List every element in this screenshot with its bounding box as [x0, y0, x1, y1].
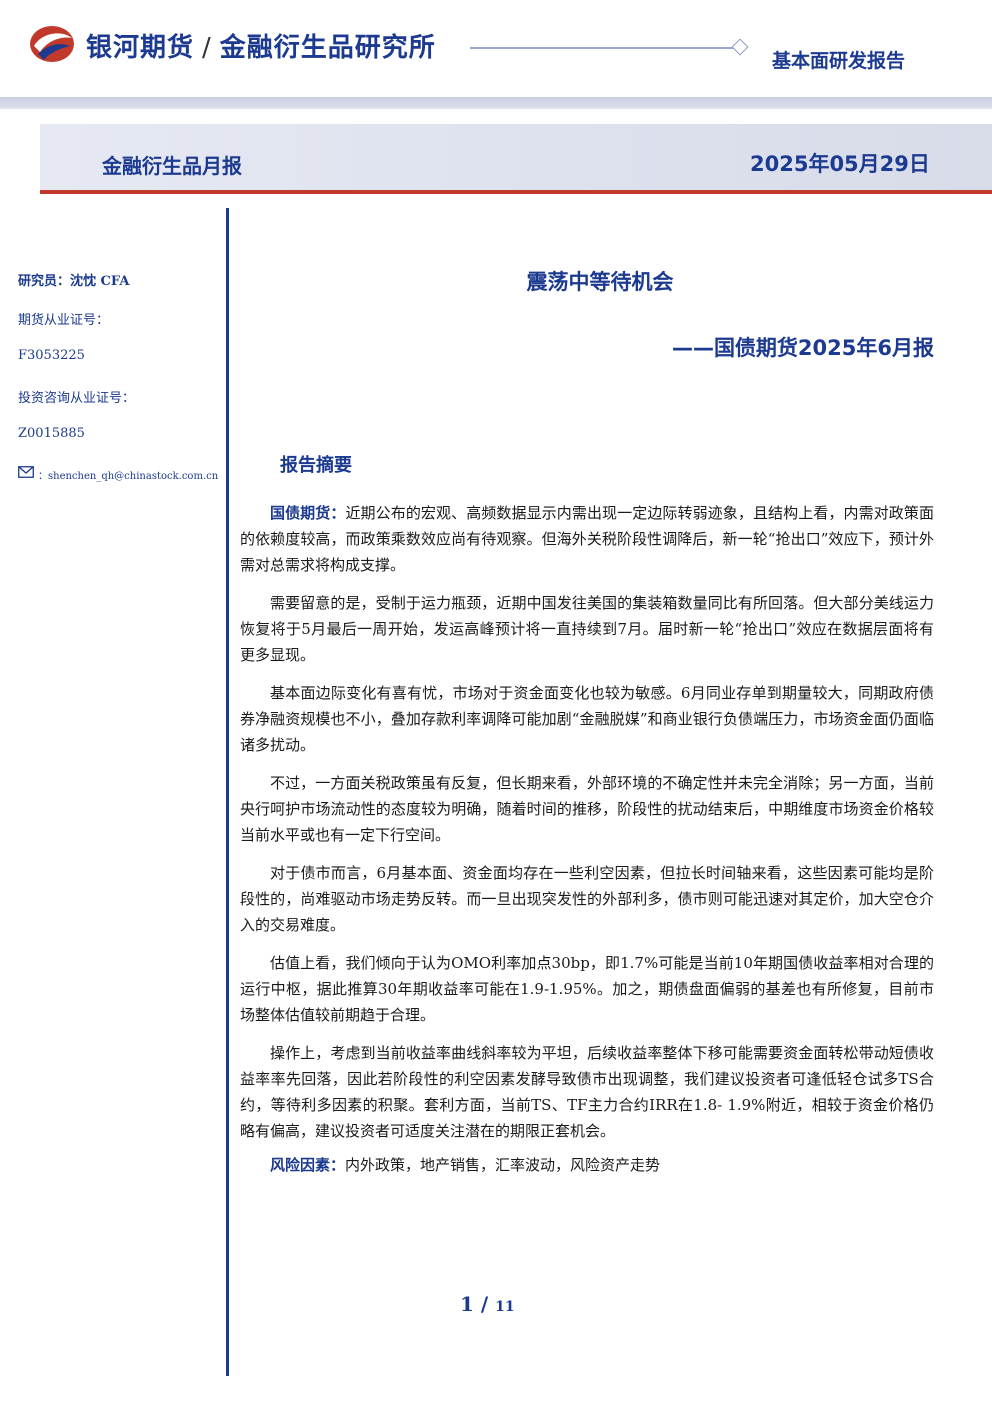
- paragraph-text: 近期公布的宏观、高频数据显示内需出现一定边际转弱迹象，且结构上看，内需对政策面的…: [240, 504, 934, 574]
- paragraph: 操作上，考虑到当前收益率曲线斜率较为平坦，后续收益率整体下移可能需要资金面转松带…: [240, 1044, 934, 1140]
- researcher: 研究员：沈忱 CFA: [18, 274, 130, 289]
- galaxy-logo-icon: [30, 26, 74, 62]
- brand-title: 银河期货/金融衍生品研究所: [86, 27, 436, 64]
- consult-cert-label: 投资咨询从业证号：: [18, 391, 136, 406]
- current-page: 1: [460, 1292, 474, 1316]
- paragraph: 估值上看，我们倾向于认为OMO利率加点30bp，即1.7%可能是当前10年期国债…: [240, 954, 934, 1024]
- header-band: [0, 97, 992, 109]
- report-title: 震荡中等待机会: [526, 270, 674, 294]
- page-number: 1 / 11: [460, 1292, 515, 1316]
- risk-label: 风险因素：: [270, 1156, 346, 1174]
- section-heading: 报告摘要: [280, 455, 352, 476]
- institute-name: 金融衍生品研究所: [219, 33, 436, 63]
- paragraph: 国债期货：近期公布的宏观、高频数据显示内需出现一定边际转弱迹象，且结构上看，内需…: [240, 500, 934, 578]
- mail-icon: [18, 466, 34, 478]
- risk-text: 内外政策，地产销售，汇率波动，风险资产走势: [345, 1156, 661, 1174]
- header-deco-line: [470, 47, 734, 49]
- futures-cert: F3053225: [18, 348, 85, 363]
- sub-banner: [40, 124, 992, 190]
- sub-banner-rule: [40, 190, 992, 194]
- sidebar-divider: [226, 208, 229, 1376]
- researcher-email[interactable]: ：shenchen_qh@chinastock.com.cn: [38, 471, 219, 482]
- header-deco-diamond: [731, 38, 749, 56]
- company-name: 银河期货: [86, 33, 195, 63]
- report-subtitle: ——国债期货2025年6月报: [671, 336, 934, 360]
- total-pages: 11: [495, 1299, 515, 1315]
- paragraph-label: 国债期货：: [270, 504, 346, 522]
- brand-divider: /: [202, 33, 212, 63]
- consult-cert: Z0015885: [18, 426, 85, 441]
- paragraph: 对于债市而言，6月基本面、资金面均存在一些利空因素，但拉长时间轴来看，这些因素可…: [240, 864, 934, 934]
- report-date: 2025年05月29日: [750, 152, 930, 176]
- paragraph: 基本面边际变化有喜有忧，市场对于资金面变化也较为敏感。6月同业存单到期量较大，同…: [240, 684, 934, 754]
- futures-cert-label: 期货从业证号：: [18, 313, 110, 328]
- page-separator: /: [473, 1292, 496, 1316]
- paragraph: 需要留意的是，受制于运力瓶颈，近期中国发往美国的集装箱数量同比有所回落。但大部分…: [240, 594, 934, 664]
- summary-body: 国债期货：近期公布的宏观、高频数据显示内需出现一定边际转弱迹象，且结构上看，内需…: [240, 500, 934, 1190]
- risk-paragraph: 风险因素：内外政策，地产销售，汇率波动，风险资产走势: [240, 1152, 934, 1178]
- report-type: 基本面研发报告: [772, 50, 906, 72]
- report-category: 金融衍生品月报: [102, 154, 242, 178]
- paragraph: 不过，一方面关税政策虽有反复，但长期来看，外部环境的不确定性并未完全消除；另一方…: [240, 774, 934, 844]
